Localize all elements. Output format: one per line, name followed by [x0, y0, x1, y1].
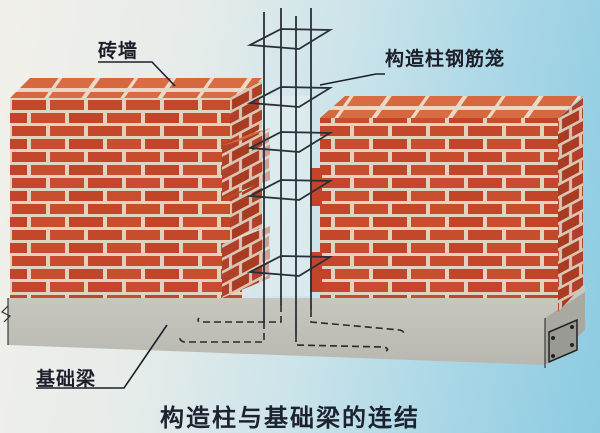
- beam-cross-section: [548, 318, 578, 364]
- right-brick-wall: [310, 96, 583, 312]
- rebar-cage: [246, 8, 334, 335]
- foundation-beam-label: 基础梁: [36, 368, 97, 390]
- leader-lines: [36, 61, 385, 389]
- left-brick-wall: [10, 78, 270, 298]
- brick-wall-label: 砖墙: [98, 40, 139, 62]
- column-cavity: [262, 96, 310, 296]
- rebar-cage-label: 构造柱钢筋笼: [385, 48, 506, 70]
- anchor-bars: [179, 305, 405, 352]
- diagram-caption: 构造柱与基础梁的连结: [160, 403, 420, 432]
- break-mark-icon: [0, 305, 12, 323]
